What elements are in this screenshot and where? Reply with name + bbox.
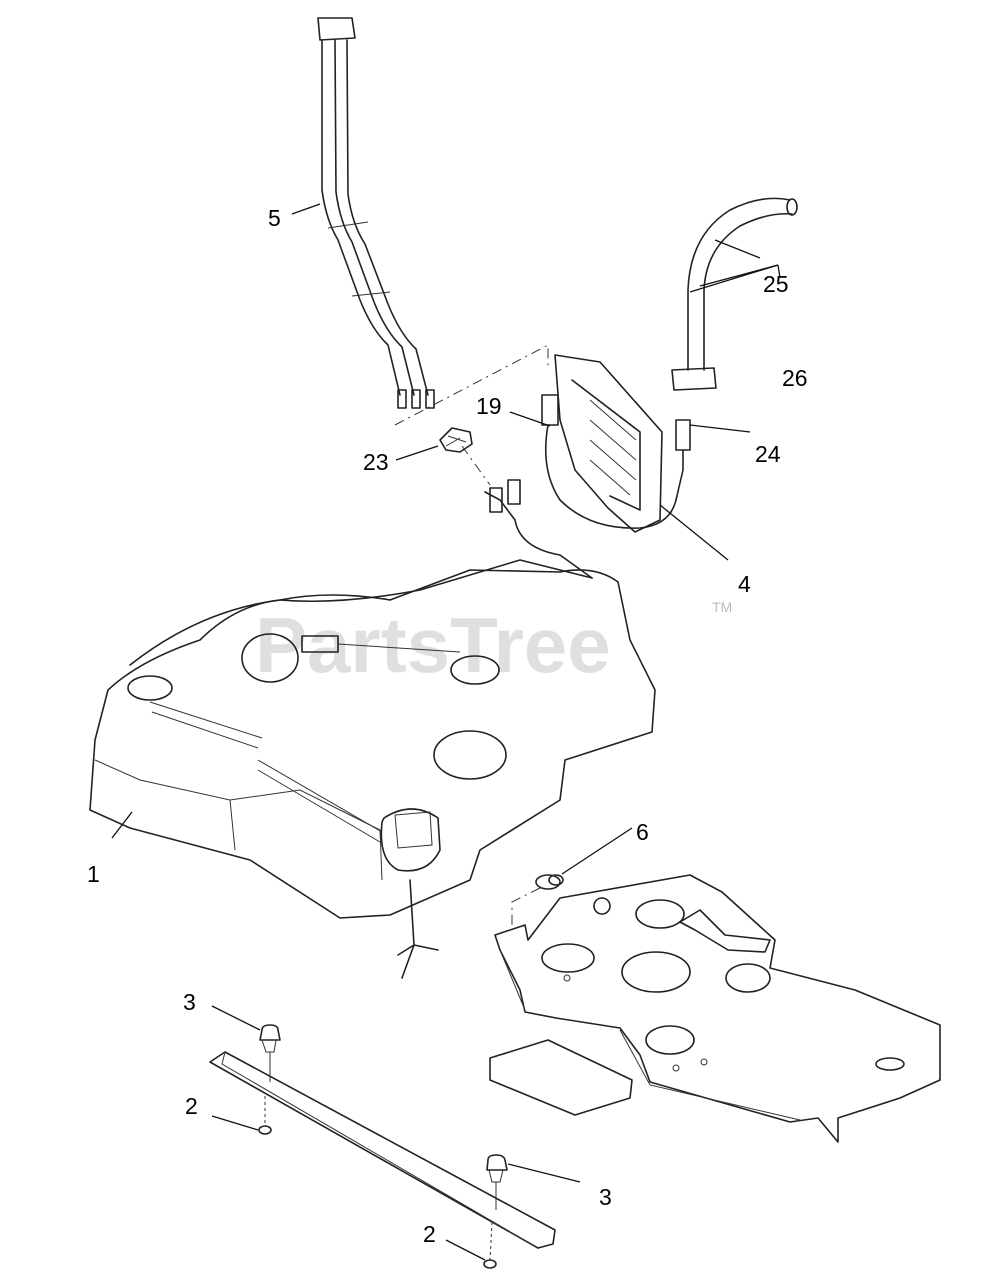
leader-lines [111, 203, 781, 1261]
callout-23: 23 [363, 449, 389, 475]
callout-2-upper: 2 [185, 1093, 198, 1119]
assembly-guide-line-6 [511, 887, 541, 930]
part-nut-upper[interactable] [258, 1096, 272, 1135]
callout-3-upper: 3 [183, 989, 196, 1015]
part-bumper-lower[interactable] [486, 1154, 508, 1210]
watermark-tm: TM [712, 599, 732, 615]
part-bumper-upper[interactable] [259, 1024, 281, 1082]
part-tank-support-plate[interactable] [489, 874, 941, 1143]
part-grommet[interactable] [535, 874, 564, 890]
watermark-text: PartsTree [255, 601, 611, 689]
callout-4: 4 [738, 571, 751, 597]
assembly-guide-line [394, 344, 549, 486]
callout-26: 26 [782, 365, 808, 391]
part-fuel-line-bundle[interactable] [317, 17, 435, 409]
part-tank-strap[interactable] [209, 1051, 556, 1249]
part-fuel-tank[interactable] [89, 479, 656, 979]
callout-labels: 5 25 26 19 24 23 4 1 6 3 2 3 2 [87, 205, 808, 1247]
callout-3-lower: 3 [599, 1184, 612, 1210]
part-filter-bracket[interactable] [541, 354, 677, 533]
callout-1: 1 [87, 861, 100, 887]
callout-2-lower: 2 [423, 1221, 436, 1247]
callout-24: 24 [755, 441, 781, 467]
callout-5: 5 [268, 205, 281, 231]
callout-19: 19 [476, 393, 502, 419]
part-hose-clip[interactable] [439, 427, 473, 453]
part-vent-hose[interactable] [671, 197, 798, 501]
callout-25: 25 [763, 271, 789, 297]
callout-6: 6 [636, 819, 649, 845]
part-nut-lower[interactable] [483, 1221, 497, 1269]
